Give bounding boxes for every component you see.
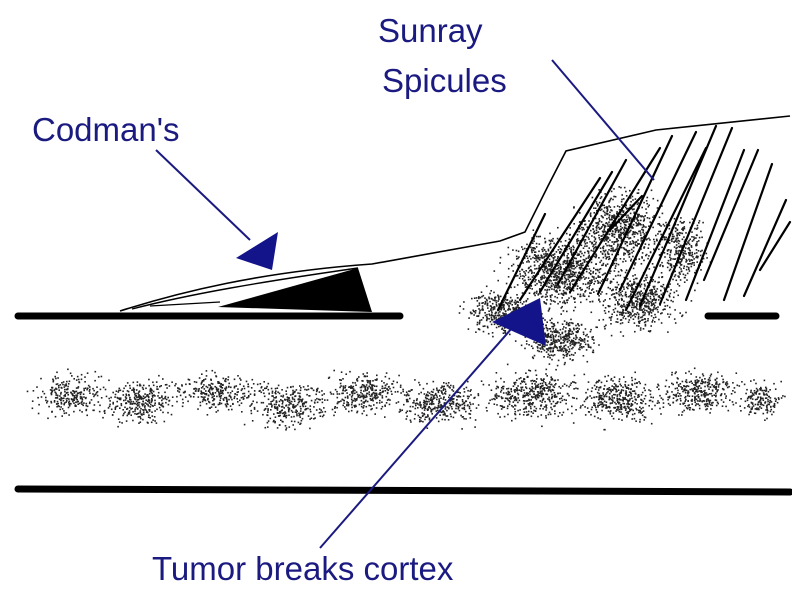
sunray-label-line1: Sunray <box>378 14 483 47</box>
codman-pointer-shaft <box>156 150 250 240</box>
tumor-label: Tumor breaks cortex <box>152 552 453 585</box>
lower-cortex <box>18 489 790 492</box>
sunray-pointer-arrow <box>552 60 654 180</box>
tumor-stipple <box>27 186 786 431</box>
sunray-label-line2: Spicules <box>382 64 507 97</box>
codman-label: Codman's <box>32 113 180 146</box>
tumor-pointer-shaft <box>320 328 512 548</box>
codman-triangle <box>218 268 372 312</box>
codman-arrowhead <box>236 232 278 270</box>
